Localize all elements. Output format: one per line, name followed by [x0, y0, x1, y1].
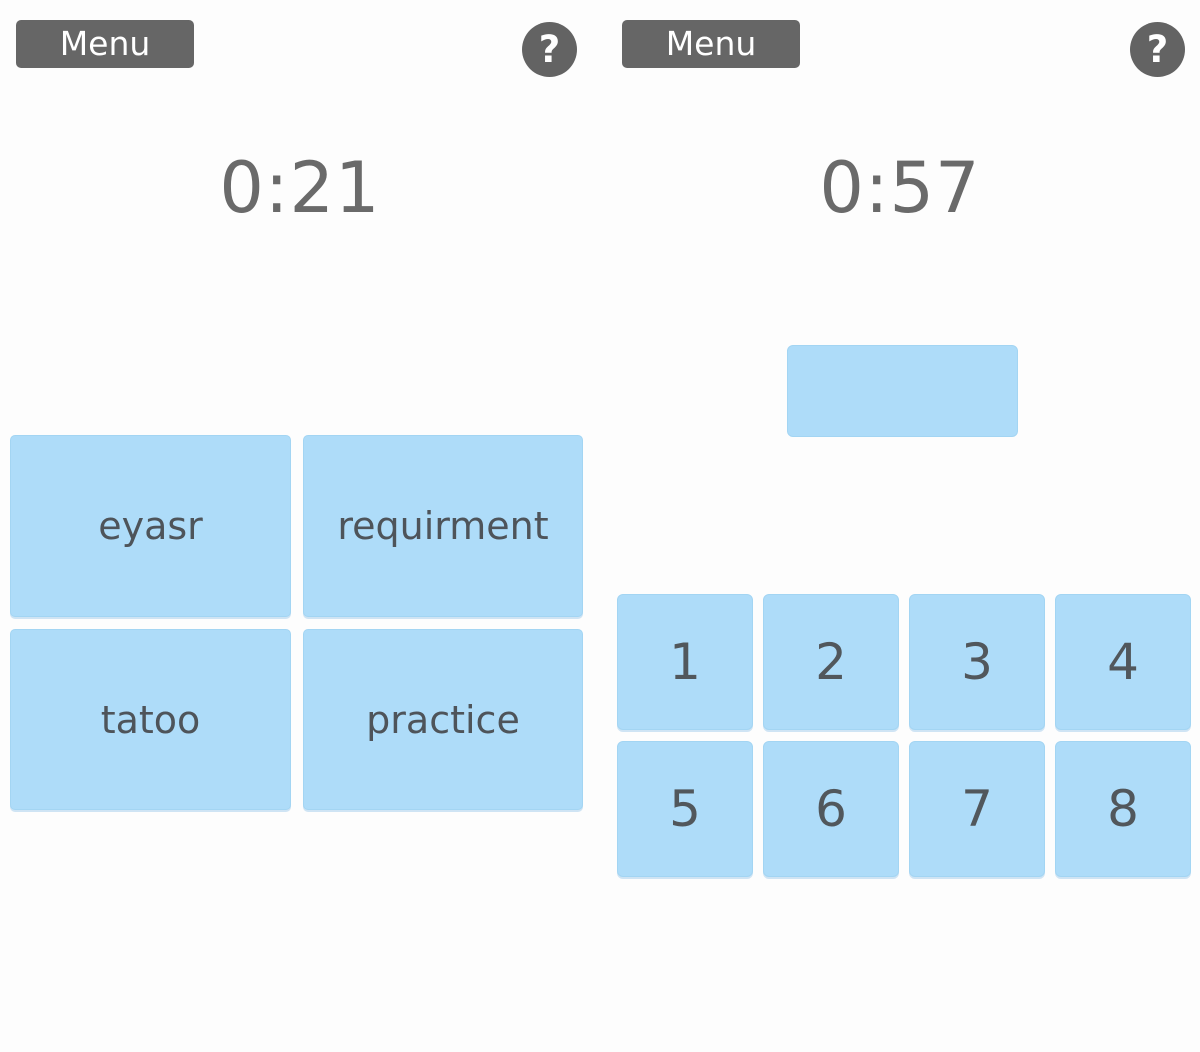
menu-button[interactable]: Menu: [622, 20, 800, 68]
word-tile[interactable]: requirment: [303, 435, 583, 617]
number-tile[interactable]: 1: [617, 594, 753, 730]
number-tile[interactable]: 4: [1055, 594, 1191, 730]
word-tile[interactable]: eyasr: [10, 435, 291, 617]
number-tile[interactable]: 5: [617, 741, 753, 877]
left-game-panel: Menu ? 0:21 eyasr requirment tatoo pract…: [10, 20, 583, 810]
word-tile[interactable]: practice: [303, 629, 583, 810]
number-tile[interactable]: 6: [763, 741, 899, 877]
answer-slot[interactable]: [787, 345, 1018, 437]
number-tile[interactable]: 2: [763, 594, 899, 730]
word-tile[interactable]: tatoo: [10, 629, 291, 810]
menu-button[interactable]: Menu: [16, 20, 194, 68]
help-icon[interactable]: ?: [1130, 22, 1185, 77]
number-tile[interactable]: 3: [909, 594, 1045, 730]
timer: 0:57: [819, 147, 981, 229]
right-game-panel: Menu ? 0:57 1 2 3 4 5 6 7 8: [600, 0, 1200, 1052]
timer: 0:21: [219, 147, 381, 229]
number-tile[interactable]: 7: [909, 741, 1045, 877]
number-tile[interactable]: 8: [1055, 741, 1191, 877]
help-icon[interactable]: ?: [522, 22, 577, 77]
